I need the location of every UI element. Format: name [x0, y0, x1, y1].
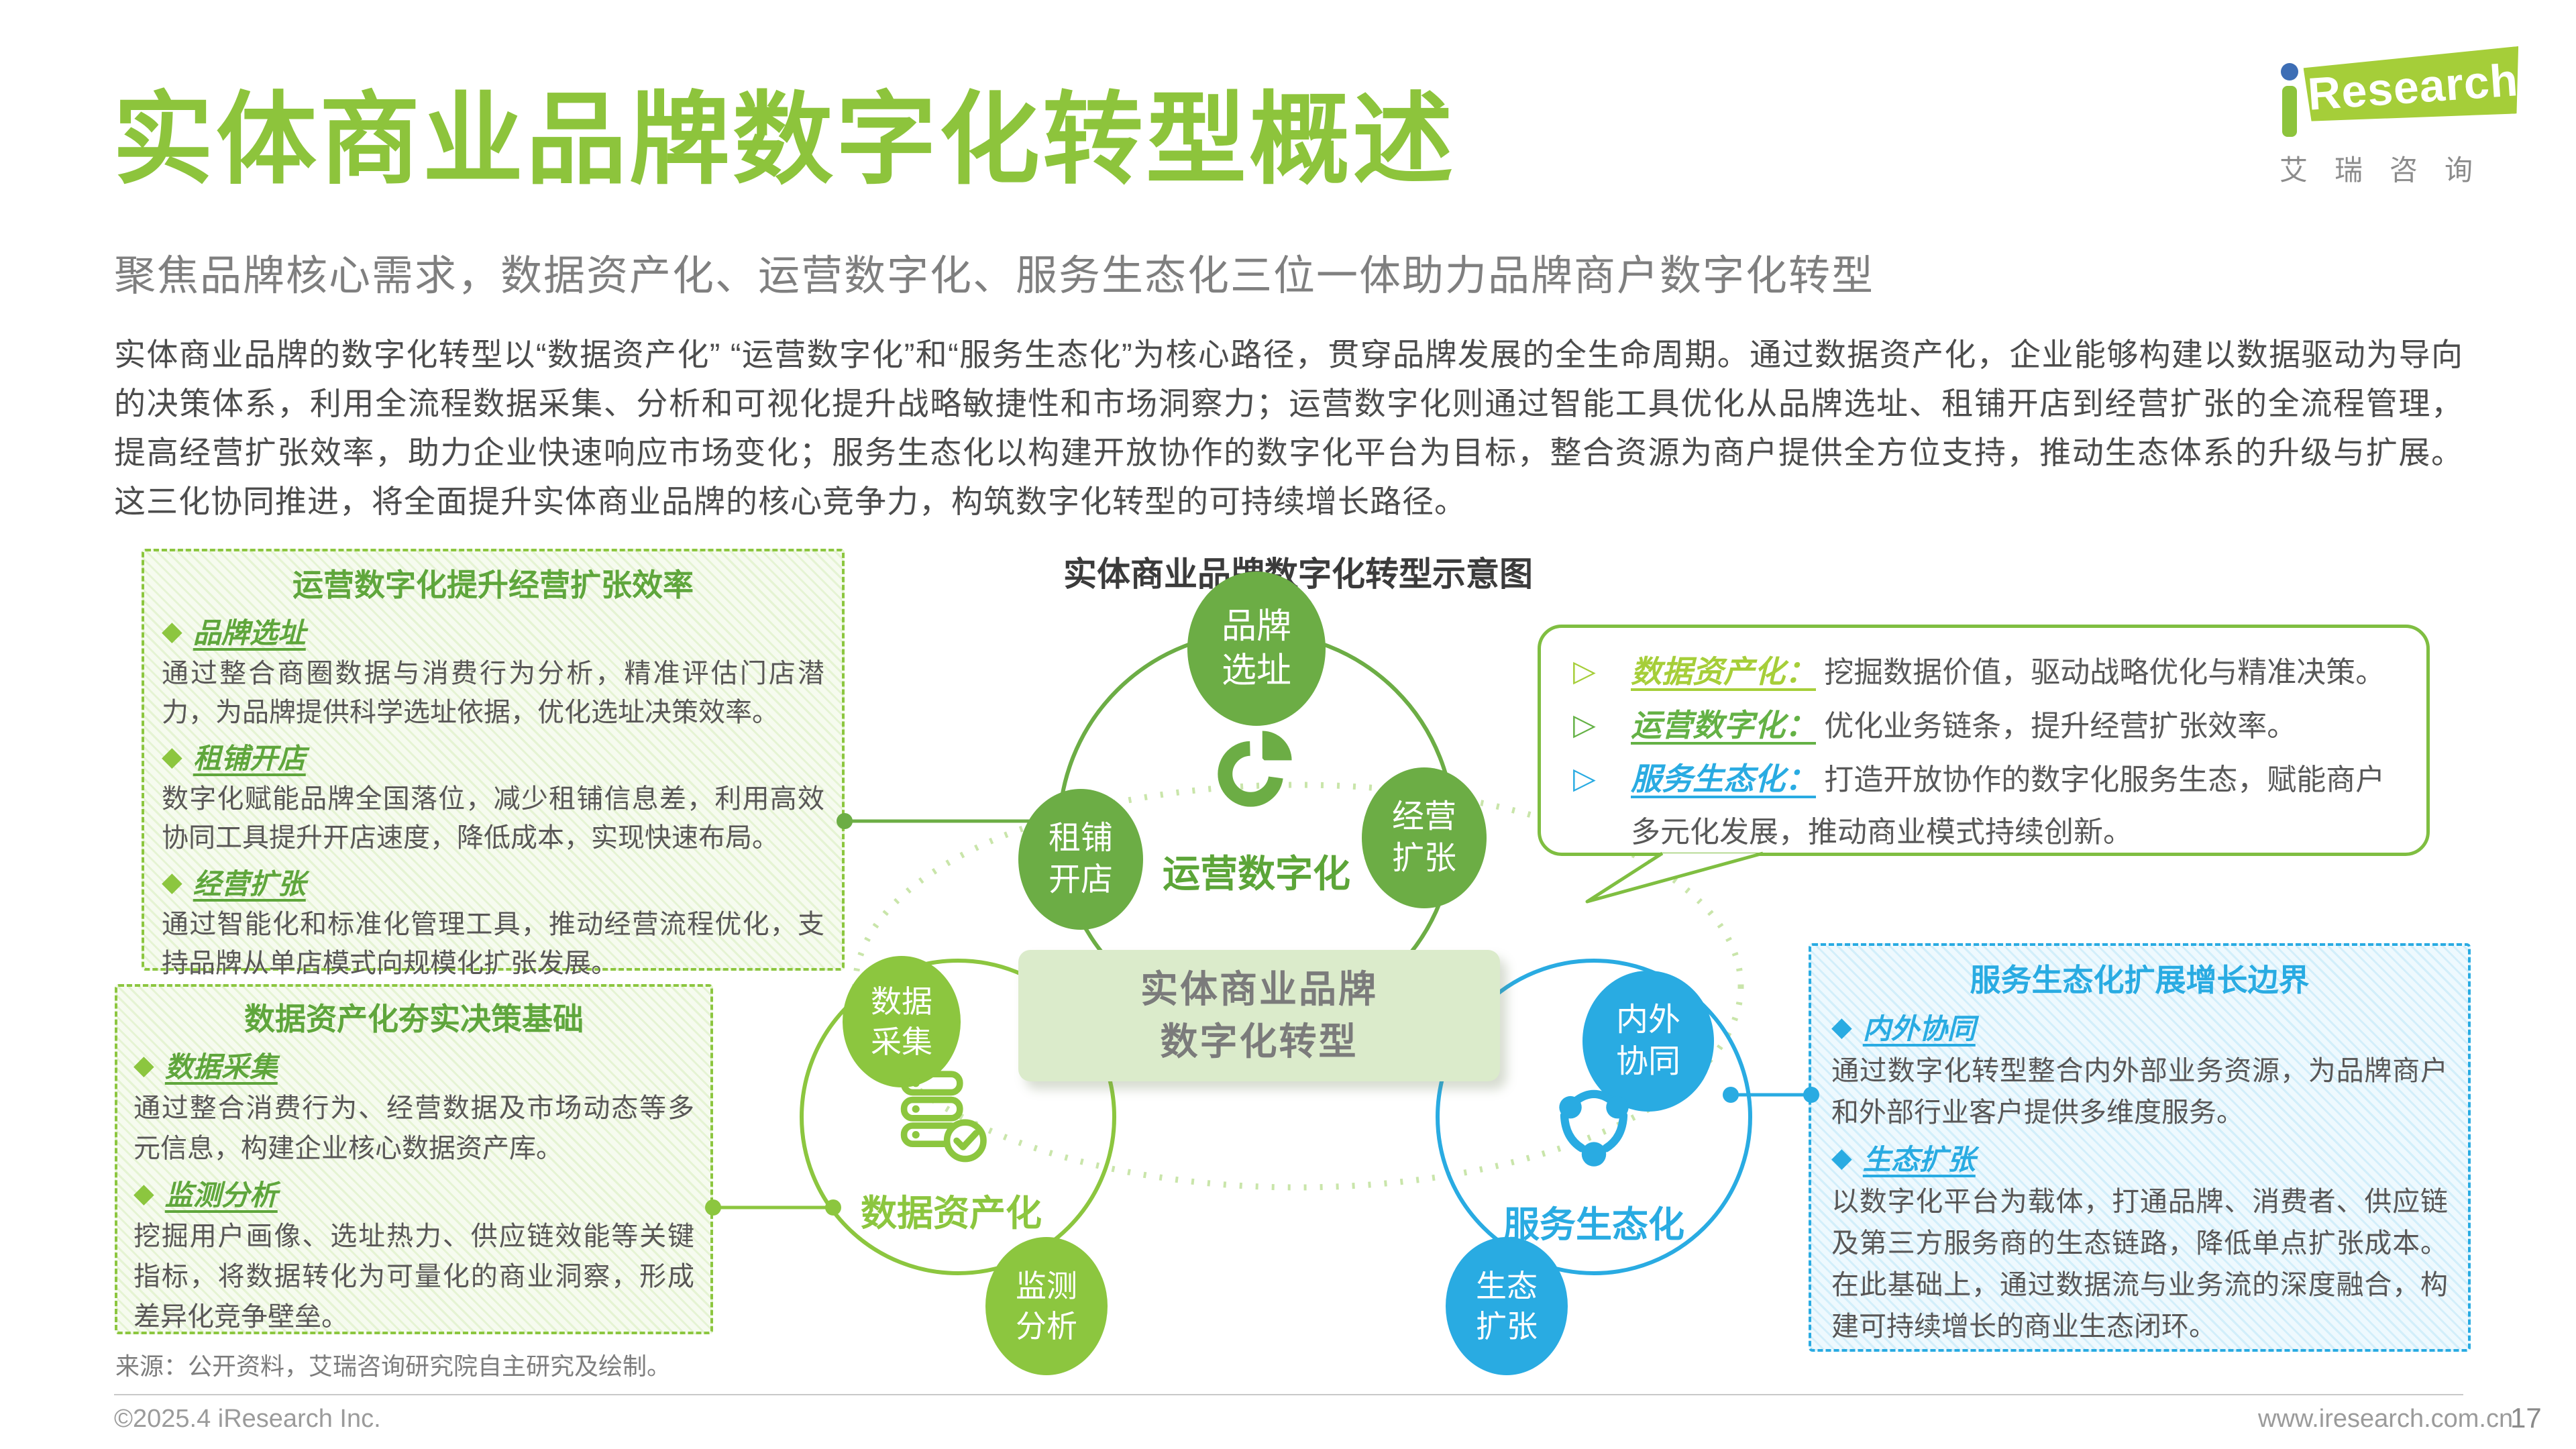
- panel-item-label: 租铺开店: [193, 743, 306, 774]
- center-box-line1: 实体商业品牌: [1140, 968, 1378, 1010]
- ring-label-service-ecology: 服务生态化: [1503, 1205, 1684, 1245]
- panel-item-desc: 数字化赋能品牌全国落位，减少租铺信息差，利用高效协同工具提升开店速度，降低成本，…: [162, 784, 824, 853]
- database-check-icon: [887, 1061, 994, 1172]
- bubble-item-label: 数据资产化：: [1631, 654, 1816, 689]
- center-box-line2: 数字化转型: [1160, 1020, 1358, 1063]
- bubble-item-desc: 打造开放协作的数字化服务生态，赋能商户多元化发展，推动商业模式持续创新。: [1631, 763, 2385, 849]
- arrow-bullet-icon: ▷: [1573, 708, 1596, 741]
- logo-i-dot: [2281, 63, 2298, 80]
- bubble-item-desc: 挖掘数据价值，驱动战略优化与精准决策。: [1824, 656, 2385, 689]
- panel-item-desc: 以数字化平台为载体，打通品牌、消费者、供应链及第三方服务商的生态链路，降低单点扩…: [1831, 1186, 2448, 1342]
- diamond-bullet-icon: ◆: [133, 1178, 154, 1208]
- panel-item: ◆ 内外协同 通过数字化转型整合内外部业务资源，为品牌商户和外部行业客户提供多维…: [1831, 1006, 2448, 1133]
- panel-item-desc: 挖掘用户画像、选址热力、供应链效能等关键指标，将数据转化为可量化的商业洞察，形成…: [133, 1222, 694, 1332]
- bubble-item: ▷ 数据资产化： 挖掘数据价值，驱动战略优化与精准决策。: [1569, 645, 2398, 699]
- bubble-item: ▷ 运营数字化： 优化业务链条，提升经营扩张效率。: [1569, 699, 2398, 753]
- logo-flag: Research: [2303, 46, 2523, 128]
- panel-data-assets: 数据资产化夯实决策基础 ◆ 数据采集 通过整合消费行为、经营数据及市场动态等多元…: [115, 984, 713, 1334]
- source-note: 来源：公开资料，艾瑞咨询研究院自主研究及绘制。: [115, 1352, 672, 1380]
- summary-speech-bubble: ▷ 数据资产化： 挖掘数据价值，驱动战略优化与精准决策。 ▷ 运营数字化： 优化…: [1538, 625, 2430, 856]
- diagram-center-box: 实体商业品牌 数字化转型: [1018, 950, 1500, 1081]
- ring-label-operations: 运营数字化: [1163, 853, 1350, 895]
- panel-item-desc: 通过智能化和标准化管理工具，推动经营流程优化，支持品牌从单店模式向规模化扩张发展…: [162, 910, 824, 978]
- intro-paragraph: 实体商业品牌的数字化转型以“数据资产化” “运营数字化”和“服务生态化”为核心路…: [114, 337, 2463, 519]
- panel-service-ecology: 服务生态化扩展增长边界 ◆ 内外协同 通过数字化转型整合内外部业务资源，为品牌商…: [1809, 943, 2471, 1352]
- diamond-bullet-icon: ◆: [133, 1050, 154, 1080]
- bubble-item: ▷ 服务生态化： 打造开放协作的数字化服务生态，赋能商户多元化发展，推动商业模式…: [1569, 753, 2398, 859]
- panel-item: ◆ 生态扩张 以数字化平台为载体，打通品牌、消费者、供应链及第三方服务商的生态链…: [1831, 1137, 2448, 1347]
- panel-item-label: 经营扩张: [193, 868, 306, 900]
- panel-item: ◆ 数据采集 通过整合消费行为、经营数据及市场动态等多元信息，构建企业核心数据资…: [133, 1044, 694, 1169]
- footer-website[interactable]: www.iresearch.com.cn: [2258, 1405, 2514, 1433]
- logo-i-stem: [2282, 86, 2297, 137]
- node-monitor-analysis: 监测 分析: [985, 1237, 1108, 1375]
- pie-chart-icon: [1208, 719, 1305, 820]
- panel-item-desc: 通过数字化转型整合内外部业务资源，为品牌商户和外部行业客户提供多维度服务。: [1831, 1055, 2448, 1128]
- iresearch-logo: Research 艾瑞咨询: [2279, 51, 2548, 189]
- diamond-bullet-icon: ◆: [162, 616, 182, 646]
- panel-item: ◆ 经营扩张 通过智能化和标准化管理工具，推动经营流程优化，支持品牌从单店模式向…: [162, 861, 824, 983]
- panel-item: ◆ 品牌选址 通过整合商圈数据与消费行为分析，精准评估门店潜力，为品牌提供科学选…: [162, 610, 824, 732]
- arrow-bullet-icon: ▷: [1573, 762, 1596, 795]
- panel-item-label: 监测分析: [164, 1179, 278, 1211]
- arrow-bullet-icon: ▷: [1573, 655, 1596, 688]
- panel-item-desc: 通过整合商圈数据与消费行为分析，精准评估门店潜力，为品牌提供科学选址依据，优化选…: [162, 659, 824, 727]
- page-title: 实体商业品牌数字化转型概述: [113, 83, 1456, 196]
- footer-copyright: ©2025.4 iResearch Inc.: [114, 1405, 381, 1433]
- diamond-bullet-icon: ◆: [1831, 1012, 1852, 1042]
- page-number: 17: [2510, 1402, 2542, 1434]
- panel-operations: 运营数字化提升经营扩张效率 ◆ 品牌选址 通过整合商圈数据与消费行为分析，精准评…: [142, 549, 845, 978]
- panel-item-label: 内外协同: [1862, 1013, 1976, 1044]
- logo-chinese-name: 艾瑞咨询: [2279, 154, 2500, 186]
- panel-item-label: 品牌选址: [193, 617, 306, 649]
- page-subtitle: 聚焦品牌核心需求，数据资产化、运营数字化、服务生态化三位一体助力品牌商户数字化转…: [114, 253, 1875, 299]
- panel-item-desc: 通过整合消费行为、经营数据及市场动态等多元信息，构建企业核心数据资产库。: [133, 1093, 694, 1163]
- node-brand-siting: 品牌 选址: [1187, 572, 1326, 726]
- bubble-item-desc: 优化业务链条，提升经营扩张效率。: [1824, 710, 2297, 743]
- panel-item-label: 数据采集: [164, 1051, 278, 1083]
- logo-wordmark: Research: [2306, 54, 2520, 120]
- panel-item-label: 生态扩张: [1862, 1144, 1976, 1175]
- panel-service-title: 服务生态化扩展增长边界: [1970, 963, 2310, 998]
- panel-operations-title: 运营数字化提升经营扩张效率: [292, 568, 694, 602]
- node-ecology-expansion: 生态 扩张: [1446, 1237, 1568, 1375]
- bubble-item-label: 服务生态化：: [1631, 761, 1816, 796]
- panel-item: ◆ 监测分析 挖掘用户画像、选址热力、供应链效能等关键指标，将数据转化为可量化的…: [133, 1173, 694, 1337]
- diamond-bullet-icon: ◆: [162, 741, 182, 771]
- diamond-bullet-icon: ◆: [1831, 1142, 1852, 1173]
- ring-label-data-assets: 数据资产化: [861, 1193, 1042, 1234]
- panel-data-title: 数据资产化夯实决策基础: [244, 1002, 584, 1036]
- bubble-item-label: 运营数字化：: [1631, 708, 1816, 743]
- diamond-bullet-icon: ◆: [162, 867, 182, 897]
- panel-item: ◆ 租铺开店 数字化赋能品牌全国落位，减少租铺信息差，利用高效协同工具提升开店速…: [162, 736, 824, 857]
- network-icon: [1543, 1075, 1645, 1180]
- logo-mark: Research: [2279, 51, 2548, 138]
- footer-divider: [114, 1394, 2463, 1395]
